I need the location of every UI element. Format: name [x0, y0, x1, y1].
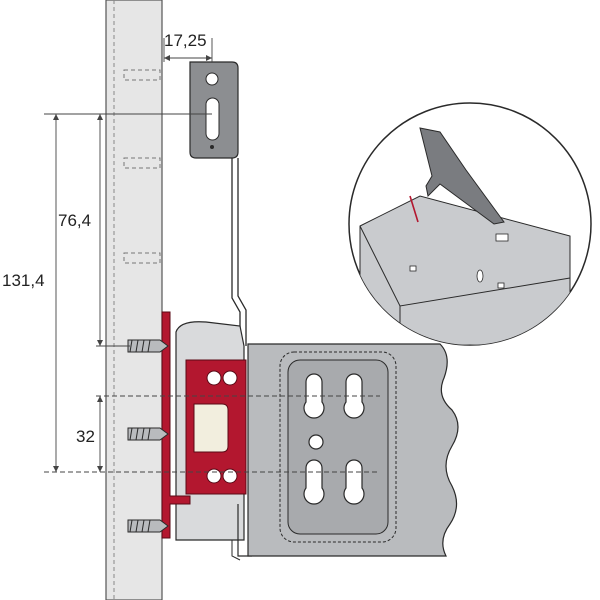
screw-icon	[127, 339, 169, 533]
drawer-side-panel	[247, 343, 459, 557]
hidden-holes	[123, 69, 161, 264]
connecting-rail	[231, 158, 247, 346]
dimension-upper-vertical: 76,4	[58, 211, 91, 230]
top-mounting-bracket	[189, 61, 239, 159]
dimension-top-offset: 17,25	[164, 31, 207, 50]
dimension-lower-vertical: 32	[76, 427, 95, 446]
dimension-total-vertical: 131,4	[2, 271, 45, 290]
red-runner-profile	[161, 311, 247, 539]
magnifier-detail-icon	[348, 102, 592, 346]
dimension-arrows	[53, 55, 212, 472]
cabinet-side-panel	[105, 0, 163, 600]
